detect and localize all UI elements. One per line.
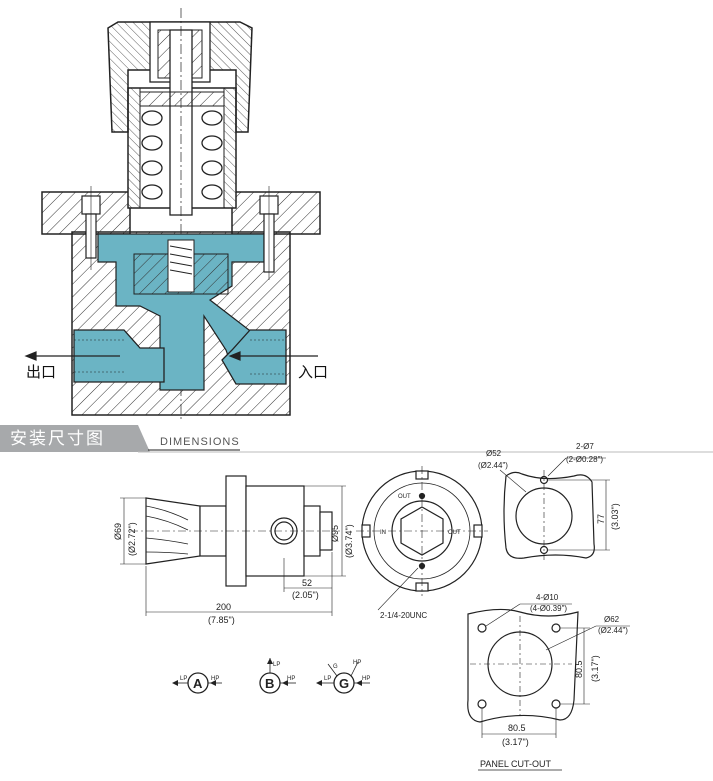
side-view: [120, 475, 346, 616]
mount-bolt-right: [259, 186, 279, 280]
port-config-g-left: LP: [324, 676, 331, 682]
header-band: [0, 425, 150, 452]
dim-phi95-inch: (Ø3.74"): [344, 524, 354, 558]
dim-phi95: Ø95: [330, 525, 340, 542]
dim-200: 200: [216, 602, 231, 612]
dim-52-inch: (2.05"): [292, 590, 319, 600]
dim-phi69: Ø69: [113, 523, 123, 540]
panel-height-inch: (3.17"): [590, 655, 600, 682]
inlet-port: [221, 329, 287, 385]
port-config-b-right: HP: [287, 676, 295, 682]
port-out-right: OUT: [448, 530, 461, 536]
dim-200-inch: (7.85"): [208, 615, 235, 625]
mount-bolt-left: [81, 186, 101, 270]
panel-width: 80.5: [508, 723, 526, 733]
port-config-b: B LP HP: [259, 658, 296, 694]
panel-hole-inch: (Ø2.44"): [598, 626, 628, 635]
header-title-cn: 安装尺寸图: [10, 429, 105, 448]
port-in: IN: [380, 530, 386, 536]
port-config-a-letter: A: [193, 676, 203, 691]
port-config-b-top: LP: [273, 662, 280, 668]
port-config-g-right: HP: [362, 676, 370, 682]
spring: [141, 110, 223, 200]
panel-cutout-caption: PANEL CUT-OUT: [480, 759, 552, 769]
front-view: [356, 466, 488, 611]
panel-bolts: 4-Ø10: [536, 593, 559, 602]
panel-cutout-view: [467, 603, 630, 771]
mount-top-hole-inch: (Ø2.44"): [478, 461, 508, 470]
dimensions-header: 安装尺寸图 DIMENSIONS: [0, 425, 713, 453]
port-config-g-top-right: HP: [353, 660, 361, 666]
mount-top-span-inch: (3.03"): [610, 503, 620, 530]
port-config-g-letter: G: [339, 676, 349, 691]
port-out-top: OUT: [398, 494, 411, 500]
mount-top-view: [499, 457, 610, 560]
thread-callout: 2-1/4-20UNC: [380, 611, 427, 620]
port-config-b-letter: B: [265, 676, 274, 691]
panel-height: 80.5: [574, 660, 584, 678]
panel-width-inch: (3.17"): [502, 737, 529, 747]
mount-top-hole: Ø52: [486, 449, 502, 458]
port-config-a-right: HP: [211, 676, 219, 682]
header-title-en: DIMENSIONS: [160, 436, 240, 448]
port-config-a: A LP HP: [172, 672, 222, 694]
port-config-g-top: G: [333, 664, 338, 670]
dim-phi69-inch: (Ø2.72"): [127, 522, 137, 556]
mount-top-bolts: 2-Ø7: [576, 442, 594, 451]
dim-52: 52: [302, 578, 312, 588]
outlet-label: 出口: [26, 364, 56, 381]
valve-cross-section: 出口 入口: [24, 8, 328, 420]
port-config-a-left: LP: [180, 676, 187, 682]
panel-hole: Ø62: [604, 615, 620, 624]
panel-bolts-inch: (4-Ø0.39"): [530, 604, 567, 613]
port-config-g: G LP HP G HP: [316, 660, 370, 694]
mount-top-bolts-inch: (2-Ø0.28"): [566, 455, 603, 464]
mount-top-span: 77: [596, 514, 606, 524]
inlet-label: 入口: [298, 364, 328, 381]
